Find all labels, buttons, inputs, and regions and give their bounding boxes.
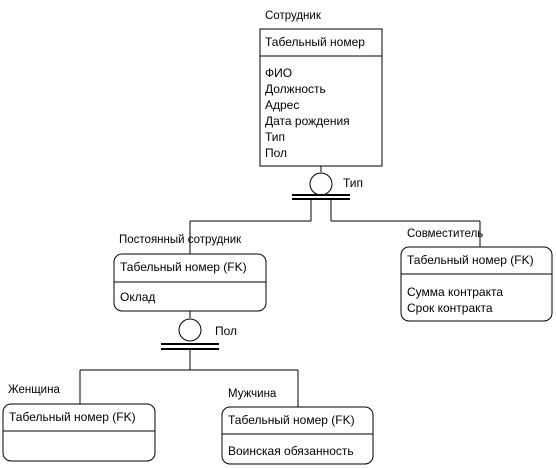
entity-parttime-key: Табельный номер (FK) xyxy=(407,253,534,267)
entity-parttime-attr: Сумма контракта xyxy=(407,285,503,299)
entity-parttime-attr: Срок контракта xyxy=(407,301,493,315)
entity-employee-attr: Адрес xyxy=(265,98,299,112)
entity-permanent-attr: Оклад xyxy=(120,290,155,304)
category-symbol-gender xyxy=(79,311,299,407)
entity-parttime-box[interactable] xyxy=(400,246,553,322)
entity-employee-key: Табельный номер xyxy=(265,35,365,49)
entity-permanent-name: Постоянный сотрудник xyxy=(119,234,242,246)
discriminator-type-label: Тип xyxy=(343,176,363,190)
discriminator-gender-label: Пол xyxy=(215,324,237,338)
entity-permanent-key: Табельный номер (FK) xyxy=(120,260,247,274)
entity-employee-box[interactable] xyxy=(259,28,383,167)
entity-employee-attr: Тип xyxy=(265,130,285,144)
entity-man-box[interactable] xyxy=(221,406,374,465)
entity-man-attr: Воинская обязанность xyxy=(228,444,354,458)
entity-employee-attr: ФИО xyxy=(265,66,292,80)
entity-employee-attr: Дата рождения xyxy=(265,114,350,128)
entity-woman-box[interactable] xyxy=(2,403,156,462)
entity-parttime-name: Совместитель xyxy=(407,228,483,240)
category-symbol-type xyxy=(189,166,481,254)
entity-woman-name: Женщина xyxy=(8,384,60,396)
entity-employee-attr: Пол xyxy=(265,146,287,160)
entity-man-name: Мужчина xyxy=(228,388,277,400)
entity-man-key: Табельный номер (FK) xyxy=(228,413,355,427)
entity-employee-name: Сотрудник xyxy=(265,10,322,22)
entity-employee-attr: Должность xyxy=(265,82,326,96)
entity-woman-key: Табельный номер (FK) xyxy=(9,410,136,424)
